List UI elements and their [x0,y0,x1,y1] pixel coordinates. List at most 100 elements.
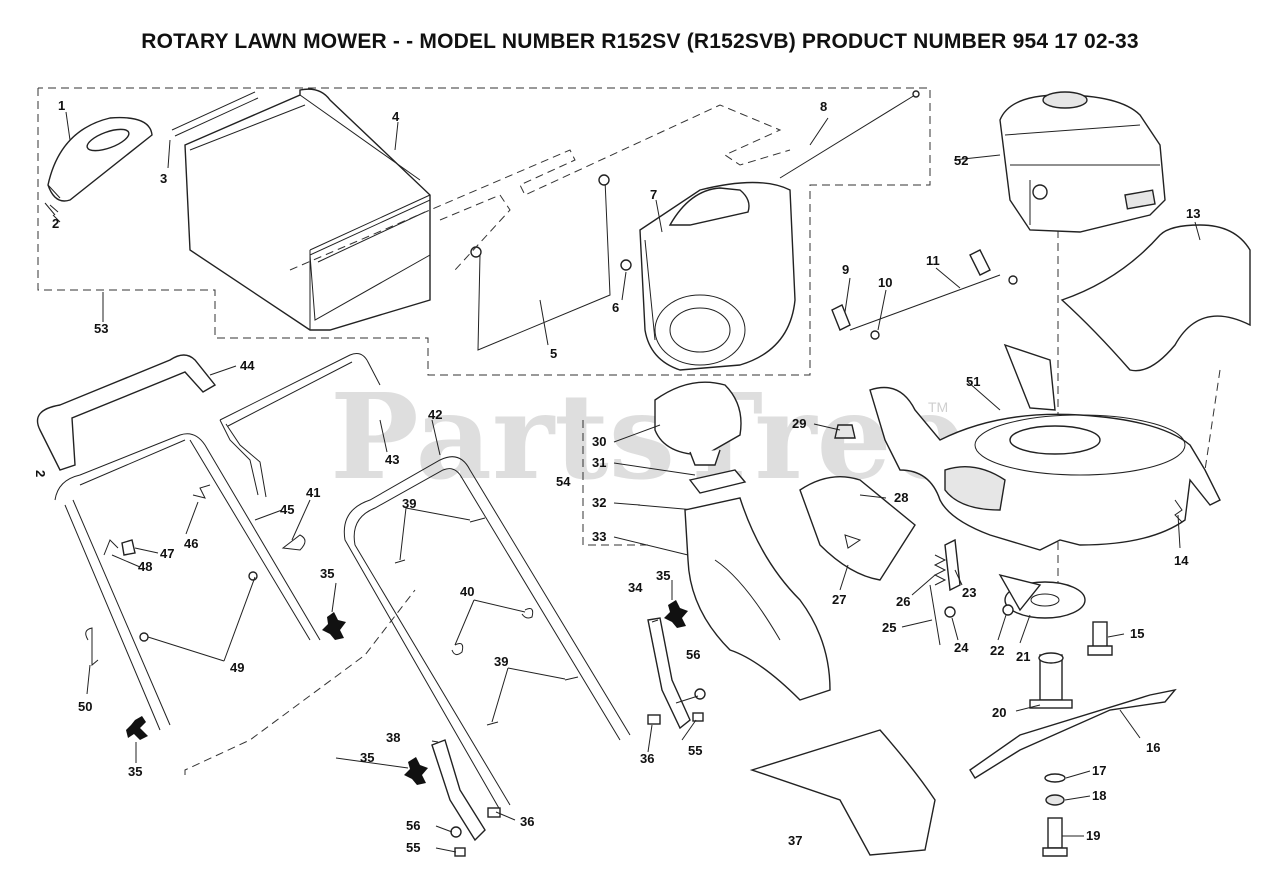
watermark-tm: TM [928,399,948,415]
callout-34: 34 [628,580,643,595]
clip-6 [620,259,632,271]
knob-35-d [404,757,428,785]
callout-9: 9 [842,262,849,277]
bracket-34 [647,617,691,730]
callout-54: 54 [556,474,571,489]
callout-56-b: 56 [406,818,420,833]
callout-31: 31 [592,455,606,470]
rear-flap [749,729,936,856]
callout-3: 3 [160,171,167,186]
group-54-boundary [582,420,650,546]
callout-46: 46 [184,536,198,551]
callout-41: 41 [306,485,320,500]
callout-14: 14 [1174,553,1189,568]
callout-17: 17 [1092,763,1106,778]
callout-13: 13 [1186,206,1200,221]
callout-55-b: 55 [406,840,420,855]
axle-11 [849,274,1001,331]
callout-20: 20 [992,705,1006,720]
lower-handle-45-left [54,433,321,731]
callout-4: 4 [392,109,400,124]
upper-handle-43 [219,353,381,498]
callout-1: 1 [58,98,65,113]
callout-35-c: 35 [656,568,670,583]
callout-25: 25 [882,620,896,635]
callout-50: 50 [78,699,92,714]
nut-56a [694,688,706,700]
side-page-mark: 2 [33,470,48,477]
nut-56b [450,826,462,838]
hinge-rod [779,94,916,179]
callout-35-b: 35 [320,566,334,581]
blade-bolt-19 [1042,817,1068,857]
watermark-text: PartsTree [330,367,967,506]
callout-39-a: 39 [402,496,416,511]
discharge-tube-33 [684,497,831,701]
page-title: ROTARY LAWN MOWER - - MODEL NUMBER R152S… [141,30,1139,53]
callout-2: 2 [52,216,59,231]
clip-46 [192,484,211,499]
callout-24: 24 [954,640,969,655]
bolt-55a [692,712,704,722]
bolt-39a [394,517,486,564]
blade-spacer-20 [1029,652,1073,709]
washer-17 [1044,773,1066,783]
bolt-top [969,249,991,276]
callout-19: 19 [1086,828,1100,843]
knob-35-c [664,600,688,628]
rear-door [639,181,796,371]
callout-47: 47 [160,546,174,561]
lever-48 [103,539,119,556]
bolt-36b [487,807,501,818]
bolt-9 [831,304,851,331]
rod-end [912,90,920,98]
callout-42: 42 [428,407,442,422]
callout-36-b: 36 [520,814,534,829]
engine [999,91,1166,233]
bag-handle-grip [47,116,153,202]
bolt-15 [1087,621,1113,656]
nut-24 [944,606,956,618]
deflector-28 [799,475,916,581]
callout-21: 21 [1016,649,1030,664]
nut-right [1008,275,1018,285]
callout-49: 49 [230,660,244,675]
callout-22: 22 [990,643,1004,658]
nut-22 [1002,604,1014,616]
callout-40: 40 [460,584,474,599]
nut-49a [139,632,149,642]
callout-18: 18 [1092,788,1106,803]
callout-39-b: 39 [494,654,508,669]
blade-adapter-21 [998,573,1086,619]
callout-30: 30 [592,434,606,449]
callout-23: 23 [962,585,976,600]
washer-18 [1045,794,1065,806]
lower-handle-42 [343,456,631,811]
bolt-36a [647,714,661,725]
callout-16: 16 [1146,740,1160,755]
callout-29: 29 [792,416,806,431]
arrow-27 [844,534,862,549]
spring-26 [933,554,947,586]
callout-8: 8 [820,99,827,114]
knob-29 [834,424,856,439]
callout-51: 51 [966,374,980,389]
callout-53: 53 [94,321,108,336]
bag-wire-frame [470,174,611,351]
callout-45: 45 [280,502,294,517]
bag-fabric-outline [289,104,791,271]
bolt-39b [486,676,579,726]
mower-deck [869,343,1221,551]
callout-33: 33 [592,529,606,544]
callout-35-d: 35 [360,750,374,765]
chute-guide-line [1204,369,1221,471]
callout-15: 15 [1130,626,1144,641]
clip-41 [281,534,306,551]
callout-26: 26 [896,594,910,609]
callout-7: 7 [650,187,657,202]
callout-56-a: 56 [686,647,700,662]
callout-27: 27 [832,592,846,607]
bolt-32 [637,504,696,511]
mulch-cover [654,381,742,466]
